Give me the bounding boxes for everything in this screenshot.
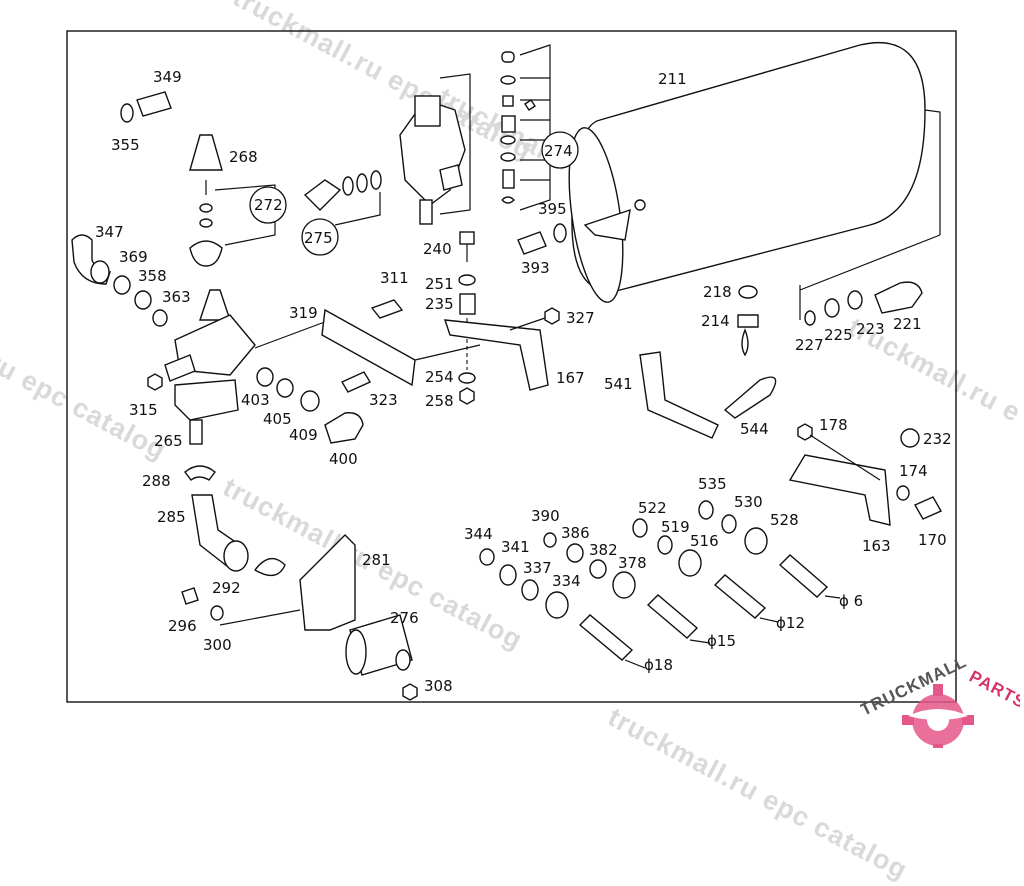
callout-275[interactable]: 275 [304,229,333,247]
bracket-163 [788,423,942,526]
brand-name-accent: PARTS [966,667,1020,713]
callout-dia-6[interactable]: ϕ 6 [839,592,863,610]
callout-223[interactable]: 223 [856,320,885,338]
callout-378[interactable]: 378 [618,554,647,572]
callout-163[interactable]: 163 [862,537,891,555]
callout-211[interactable]: 211 [658,70,687,88]
fitting-393 [517,223,567,255]
callout-dia-18[interactable]: ϕ18 [644,656,673,674]
callout-227[interactable]: 227 [795,336,824,354]
callout-355[interactable]: 355 [111,136,140,154]
valve-214 [737,285,759,357]
callout-285[interactable]: 285 [157,508,186,526]
callout-347[interactable]: 347 [95,223,124,241]
callout-327[interactable]: 327 [566,309,595,327]
part-268-272 [189,134,287,267]
callout-341[interactable]: 341 [501,538,530,556]
callout-225[interactable]: 225 [824,326,853,344]
callout-292[interactable]: 292 [212,579,241,597]
callout-528[interactable]: 528 [770,511,799,529]
callout-369[interactable]: 369 [119,248,148,266]
fittings-grid [479,500,768,619]
callout-235[interactable]: 235 [425,295,454,313]
callout-174[interactable]: 174 [899,462,928,480]
valve-265 [147,289,331,445]
callout-530[interactable]: 530 [734,493,763,511]
callout-178[interactable]: 178 [819,416,848,434]
callout-334[interactable]: 334 [552,572,581,590]
bracket-541 [639,351,719,439]
callout-535[interactable]: 535 [698,475,727,493]
strap-544 [723,376,777,419]
callout-544[interactable]: 544 [740,420,769,438]
callout-363[interactable]: 363 [162,288,191,306]
callout-214[interactable]: 214 [701,312,730,330]
fitting-349 [120,91,172,123]
callout-240[interactable]: 240 [423,240,452,258]
callout-516[interactable]: 516 [690,532,719,550]
callout-265[interactable]: 265 [154,432,183,450]
tubes [578,554,841,669]
callout-337[interactable]: 337 [523,559,552,577]
bolt-296 [181,587,224,621]
callout-403[interactable]: 403 [241,391,270,409]
callout-358[interactable]: 358 [138,267,167,285]
callout-300[interactable]: 300 [203,636,232,654]
diagram-frame [66,30,957,703]
bracket-167 [443,307,560,391]
callout-221[interactable]: 221 [893,315,922,333]
callout-170[interactable]: 170 [918,531,947,549]
part-275 [301,170,382,256]
bracket-281 [219,534,356,631]
callout-393[interactable]: 393 [521,259,550,277]
callout-288[interactable]: 288 [142,472,171,490]
callout-layer: 349 355 268 272 275 274 211 395 240 393 … [95,68,952,695]
callout-344[interactable]: 344 [464,525,493,543]
callout-218[interactable]: 218 [703,283,732,301]
callout-323[interactable]: 323 [369,391,398,409]
callout-541[interactable]: 541 [604,375,633,393]
elbow-347 [71,234,168,327]
fitting-row-221 [799,281,923,326]
callout-272[interactable]: 272 [254,196,283,214]
callout-519[interactable]: 519 [661,518,690,536]
diagram-canvas [66,30,957,703]
callout-522[interactable]: 522 [638,499,667,517]
callout-276[interactable]: 276 [390,609,419,627]
callout-232[interactable]: 232 [923,430,952,448]
callout-268[interactable]: 268 [229,148,258,166]
brand-logo: TRUCKMALL PARTS [857,652,1024,756]
bracket-319 [321,299,481,393]
callout-311[interactable]: 311 [380,269,409,287]
valve-block [399,73,471,225]
callout-167[interactable]: 167 [556,369,585,387]
callout-390[interactable]: 390 [531,507,560,525]
callout-382[interactable]: 382 [589,541,618,559]
cylinder-276 [345,614,418,701]
callout-dia-15[interactable]: ϕ15 [707,632,736,650]
hose-285 [184,465,286,577]
callout-251[interactable]: 251 [425,275,454,293]
callout-315[interactable]: 315 [129,401,158,419]
callout-dia-12[interactable]: ϕ12 [776,614,805,632]
callout-386[interactable]: 386 [561,524,590,542]
part-274-stack [500,44,579,211]
callout-319[interactable]: 319 [289,304,318,322]
callout-395[interactable]: 395 [538,200,567,218]
callout-296[interactable]: 296 [168,617,197,635]
callout-274[interactable]: 274 [544,142,573,160]
air-tank [568,41,941,303]
washer-row [256,367,364,444]
callout-308[interactable]: 308 [424,677,453,695]
bolt-stack [458,231,476,405]
callout-409[interactable]: 409 [289,426,318,444]
callout-254[interactable]: 254 [425,368,454,386]
callout-349[interactable]: 349 [153,68,182,86]
callout-258[interactable]: 258 [425,392,454,410]
callout-281[interactable]: 281 [362,551,391,569]
callout-405[interactable]: 405 [263,410,292,428]
gear-logo-icon: TRUCKMALL PARTS [857,652,1024,756]
callout-400[interactable]: 400 [329,450,358,468]
